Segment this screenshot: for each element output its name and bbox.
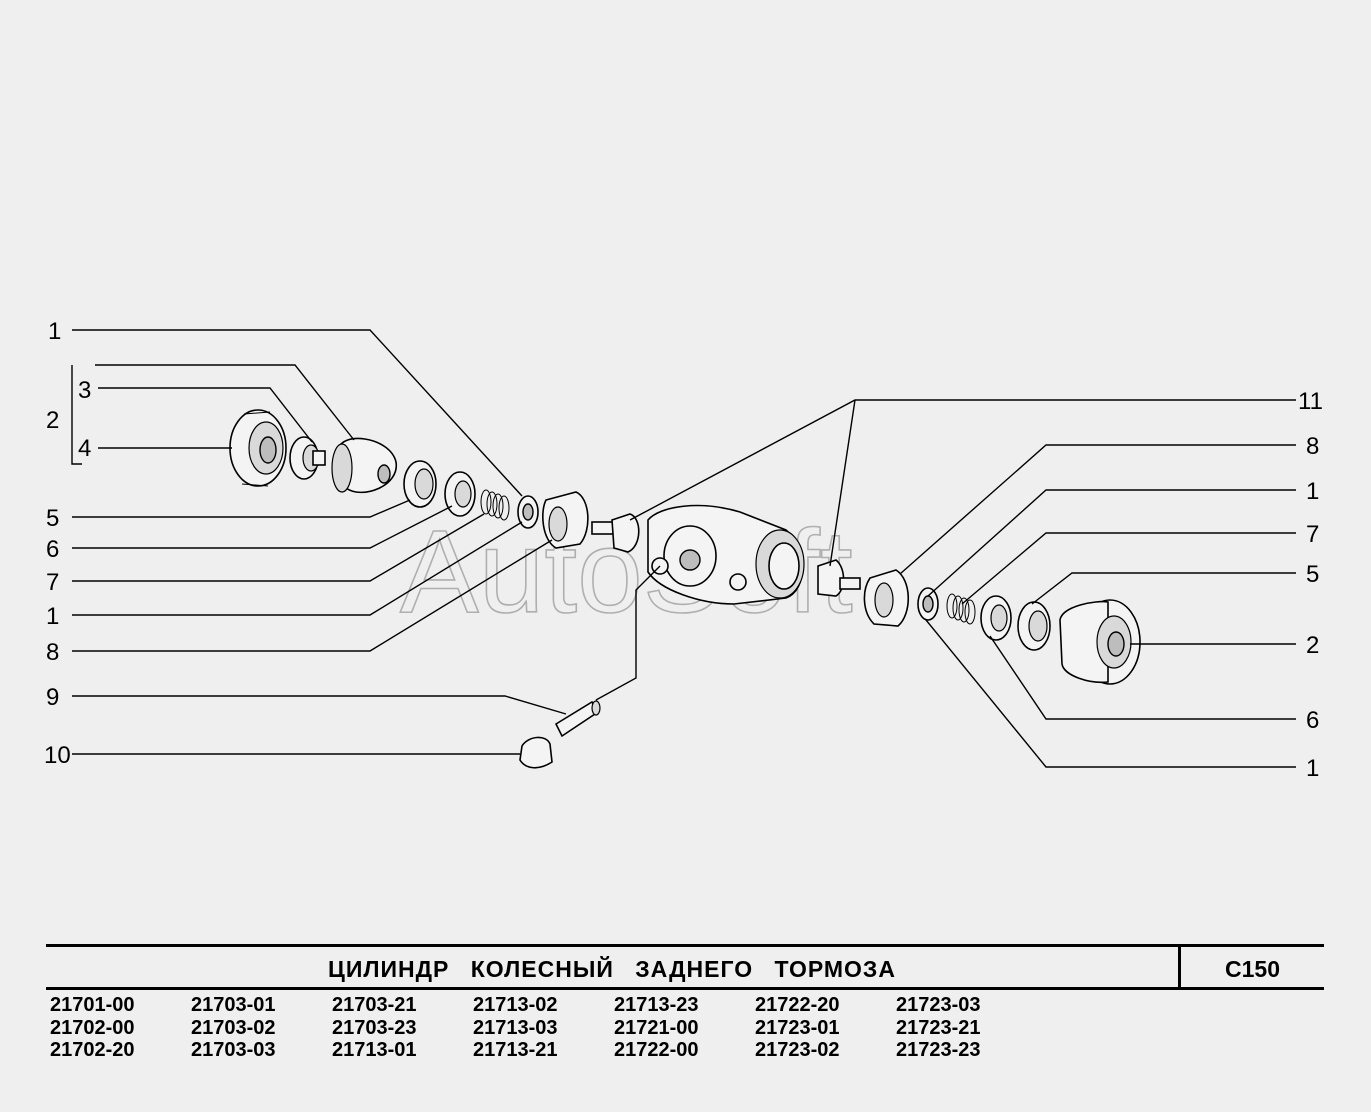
cylinder-body (647, 504, 805, 605)
model-code: 21713-23 (614, 994, 699, 1016)
model-code: 21723-01 (755, 1016, 840, 1039)
model-code: 21703-21 (332, 994, 417, 1016)
callout-right-5: 5 (1306, 561, 1319, 588)
part-piston-right (1059, 599, 1141, 685)
model-code: 21702-00 (50, 1016, 135, 1039)
model-code: 21722-00 (614, 1039, 699, 1061)
callout-right-1b: 1 (1306, 755, 1319, 782)
title-bar: ЦИЛИНДР КОЛЕСНЫЙ ЗАДНЕГО ТОРМОЗА C150 (46, 944, 1324, 990)
callout-left-5: 5 (46, 505, 59, 532)
callout-right-6: 6 (1306, 707, 1319, 734)
model-code: 21713-01 (332, 1039, 417, 1061)
part-cup-right (980, 595, 1012, 641)
model-code: 21703-01 (191, 994, 276, 1016)
model-code: 21723-21 (896, 1016, 981, 1039)
model-code: 21703-23 (332, 1016, 417, 1039)
callout-right-11: 11 (1298, 388, 1323, 415)
model-code: 21713-03 (473, 1016, 558, 1039)
callout-right-1: 1 (1306, 478, 1319, 505)
model-code: 21713-21 (473, 1039, 558, 1061)
callout-left-9: 9 (46, 684, 59, 711)
callout-left-8: 8 (46, 639, 59, 666)
page-title: ЦИЛИНДР КОЛЕСНЫЙ ЗАДНЕГО ТОРМОЗА (328, 956, 896, 982)
page-code: C150 (1225, 956, 1280, 982)
model-code: 21722-20 (755, 994, 840, 1016)
part-cap-left (289, 436, 326, 480)
title-divider (1178, 947, 1181, 987)
model-code: 21723-02 (755, 1039, 840, 1061)
part-boot-left (229, 409, 287, 487)
callout-left-2: 2 (46, 407, 59, 434)
part-seal-left (403, 460, 437, 508)
part-seal-right (1017, 601, 1051, 651)
part-stop-ring-right (863, 569, 909, 627)
model-code: 21723-23 (896, 1039, 981, 1061)
leader-lines (71, 329, 1296, 768)
callout-right-2: 2 (1306, 632, 1319, 659)
model-code: 21701-00 (50, 994, 135, 1016)
callout-left-4: 4 (78, 435, 91, 462)
callout-right-8: 8 (1306, 433, 1319, 460)
part-bolt-left (591, 513, 640, 553)
callout-right-7: 7 (1306, 521, 1319, 548)
callout-left-1b: 1 (46, 603, 59, 630)
callout-left-6: 6 (46, 536, 59, 563)
callout-left-10: 10 (44, 742, 71, 769)
part-ring-left (517, 495, 539, 529)
model-code: 21713-02 (473, 994, 558, 1016)
part-bolt-right (817, 559, 861, 597)
part-cup-left (444, 471, 476, 517)
callout-left-1: 1 (48, 318, 61, 345)
part-bleeder-screw (554, 700, 601, 738)
callout-left-3: 3 (78, 377, 91, 404)
part-ring-right (917, 587, 939, 621)
model-list: 21701-00 21703-01 21703-21 21713-02 21713-23… (50, 994, 1037, 1062)
callouts: 1 2 3 4 5 6 7 1 8 9 10 11 8 1 7 5 2 6 1 (44, 318, 1323, 782)
part-piston-left (331, 437, 397, 494)
model-code: 21702-20 (50, 1039, 135, 1061)
part-spring-left (480, 489, 510, 521)
exploded-parts-diagram: AutoSoft (44, 318, 1323, 782)
model-code: 21723-03 (896, 994, 981, 1016)
part-stop-ring-left (542, 491, 589, 549)
model-code: 21703-02 (191, 1016, 276, 1039)
model-code: 21721-00 (614, 1016, 699, 1039)
model-code: 21703-03 (191, 1039, 276, 1061)
part-bleeder-cap (519, 736, 553, 769)
callout-left-7: 7 (46, 569, 59, 596)
part-spring-right (946, 593, 976, 625)
